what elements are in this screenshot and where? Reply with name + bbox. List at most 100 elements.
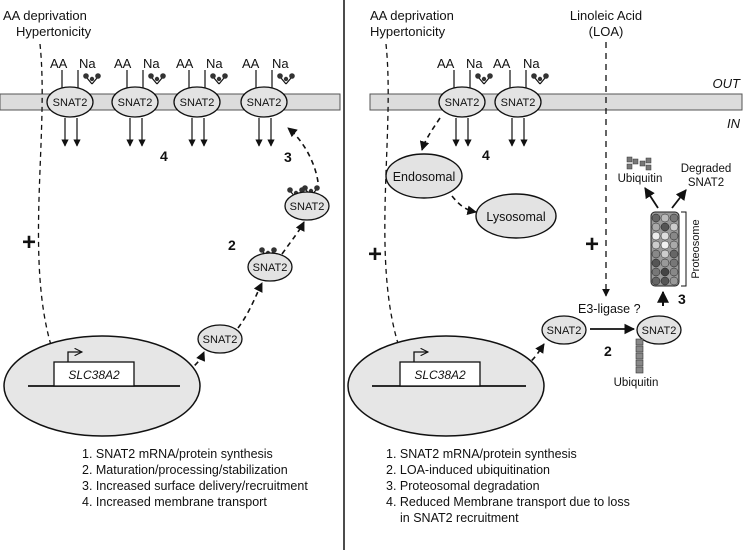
snat2-protein — [111, 86, 159, 118]
aa-label: AA — [493, 56, 511, 71]
ubiquitin-chain — [635, 338, 644, 374]
legend-item-4: 4. Reduced Membrane transport due to los… — [386, 495, 630, 509]
endosomal-compartment — [385, 153, 463, 199]
trafficking-snat2-3: SNAT2 — [284, 184, 330, 221]
snat2-protein — [46, 86, 94, 118]
proteosome-label: Proteosome — [690, 219, 702, 278]
snat2-label: SNAT2 — [253, 262, 288, 274]
snat2-label: SNAT2 — [290, 201, 325, 213]
aa-label: AA — [50, 56, 68, 71]
step-4-number: 4 — [160, 148, 168, 164]
snat2-label: SNAT2 — [445, 97, 480, 109]
lysosomal-compartment — [475, 193, 557, 239]
left-panel: AA deprivation Hypertonicity AA Na SNAT2… — [0, 8, 341, 509]
left-stimulus-hypertonicity: Hypertonicity — [16, 24, 92, 39]
transcription-start-arrow — [67, 352, 82, 362]
degraded-snat2-label: Degraded — [681, 163, 732, 175]
recruitment-arrow — [287, 127, 319, 183]
snat2-protein — [284, 191, 330, 221]
legend-item-3: 3. Increased surface delivery/recruitmen… — [82, 479, 308, 493]
step-4-number: 4 — [482, 147, 490, 163]
snat2-protein — [197, 324, 243, 354]
legend-item-4-continued: in SNAT2 recruitment — [400, 511, 519, 525]
legend-item-1: 1. SNAT2 mRNA/protein synthesis — [386, 447, 577, 461]
legend-item-1: 1. SNAT2 mRNA/protein synthesis — [82, 447, 273, 461]
right-stimulus-hypertonicity: Hypertonicity — [370, 24, 446, 39]
delivery-arrow — [281, 221, 305, 255]
endocytosis-arrow — [419, 117, 441, 151]
loa-label-line2: (LOA) — [589, 24, 624, 39]
free-ubiquitin-fragments — [626, 156, 652, 171]
ubiquitin-label: Ubiquitin — [618, 173, 663, 185]
stimulus-signal-arrow — [37, 43, 61, 371]
trafficking-snat2-2: SNAT2 — [247, 246, 293, 282]
gene-box — [53, 361, 135, 387]
plus-sign: + — [368, 241, 382, 268]
snat2-label: SNAT2 — [547, 325, 582, 337]
snat2-protein — [247, 252, 293, 282]
e3-ligase-label: E3-ligase ? — [578, 302, 641, 316]
transcription-start-arrow — [413, 352, 428, 362]
legend-item-3: 3. Proteosomal degradation — [386, 479, 540, 493]
newly-synthesized-snat2 — [541, 315, 587, 345]
aa-label: AA — [176, 56, 194, 71]
snat2-label: SNAT2 — [118, 97, 153, 109]
snat2-protein — [240, 86, 288, 118]
gene-box — [399, 361, 481, 387]
na-label: Na — [523, 56, 540, 71]
snat2-protein — [494, 86, 542, 118]
endosomal-label: Endosomal — [393, 170, 456, 184]
lysosomal-label: Lysosomal — [486, 210, 545, 224]
proteosome — [650, 211, 680, 287]
right-panel: AA deprivation Hypertonicity Linoleic Ac… — [347, 8, 743, 525]
in-label: IN — [727, 116, 741, 131]
legend-item-2: 2. Maturation/processing/stabilization — [82, 463, 288, 477]
degraded-snat2-arrow — [671, 189, 687, 209]
aa-label: AA — [114, 56, 132, 71]
gene-label: SLC38A2 — [414, 368, 466, 382]
snat2-label: SNAT2 — [203, 334, 238, 346]
legend-item-2: 2. LOA-induced ubiquitination — [386, 463, 550, 477]
snat2-label: SNAT2 — [53, 97, 88, 109]
right-transporter-2: AA Na SNAT2 — [493, 56, 550, 147]
proteosome-bracket — [681, 211, 687, 287]
left-transporter-1: AA Na SNAT2 — [46, 56, 102, 147]
step-3-number: 3 — [284, 149, 292, 165]
na-label: Na — [466, 56, 483, 71]
snat2-protein — [438, 86, 486, 118]
snat2-label: SNAT2 — [501, 97, 536, 109]
degraded-snat2-label: SNAT2 — [688, 177, 724, 189]
snat2-label: SNAT2 — [247, 97, 282, 109]
left-stimulus-aa-deprivation: AA deprivation — [3, 8, 87, 23]
right-transporter-1: AA Na SNAT2 — [437, 56, 494, 147]
na-label: Na — [206, 56, 223, 71]
na-label: Na — [143, 56, 160, 71]
snat2-label: SNAT2 — [642, 325, 677, 337]
ubiquitin-label: Ubiquitin — [614, 377, 659, 389]
ubiquitin-release-arrow — [644, 187, 659, 209]
right-cell-membrane — [369, 93, 743, 111]
step-2-number: 2 — [604, 343, 612, 359]
right-stimulus-aa-deprivation: AA deprivation — [370, 8, 454, 23]
lysosomal-arrow — [451, 195, 477, 216]
left-transporter-4: AA Na SNAT2 — [240, 56, 296, 147]
aa-label: AA — [437, 56, 455, 71]
plus-sign-2: + — [585, 231, 599, 258]
left-transporter-3: AA Na SNAT2 — [173, 56, 229, 147]
out-label: OUT — [713, 76, 742, 91]
ubiquitinated-snat2 — [636, 315, 682, 345]
step-2-number: 2 — [228, 237, 236, 253]
aa-label: AA — [242, 56, 260, 71]
left-transporter-2: AA Na SNAT2 — [111, 56, 167, 147]
snat2-label: SNAT2 — [180, 97, 215, 109]
loa-label-line1: Linoleic Acid — [570, 8, 642, 23]
plus-sign: + — [22, 229, 36, 256]
na-label: Na — [272, 56, 289, 71]
snat2-protein — [173, 86, 221, 118]
trafficking-snat2-1: SNAT2 — [197, 324, 243, 354]
na-label: Na — [79, 56, 96, 71]
stimulus-signal-arrow — [384, 43, 409, 371]
legend-item-4: 4. Increased membrane transport — [82, 495, 267, 509]
step-3-number: 3 — [678, 291, 686, 307]
maturation-arrow — [237, 282, 263, 329]
